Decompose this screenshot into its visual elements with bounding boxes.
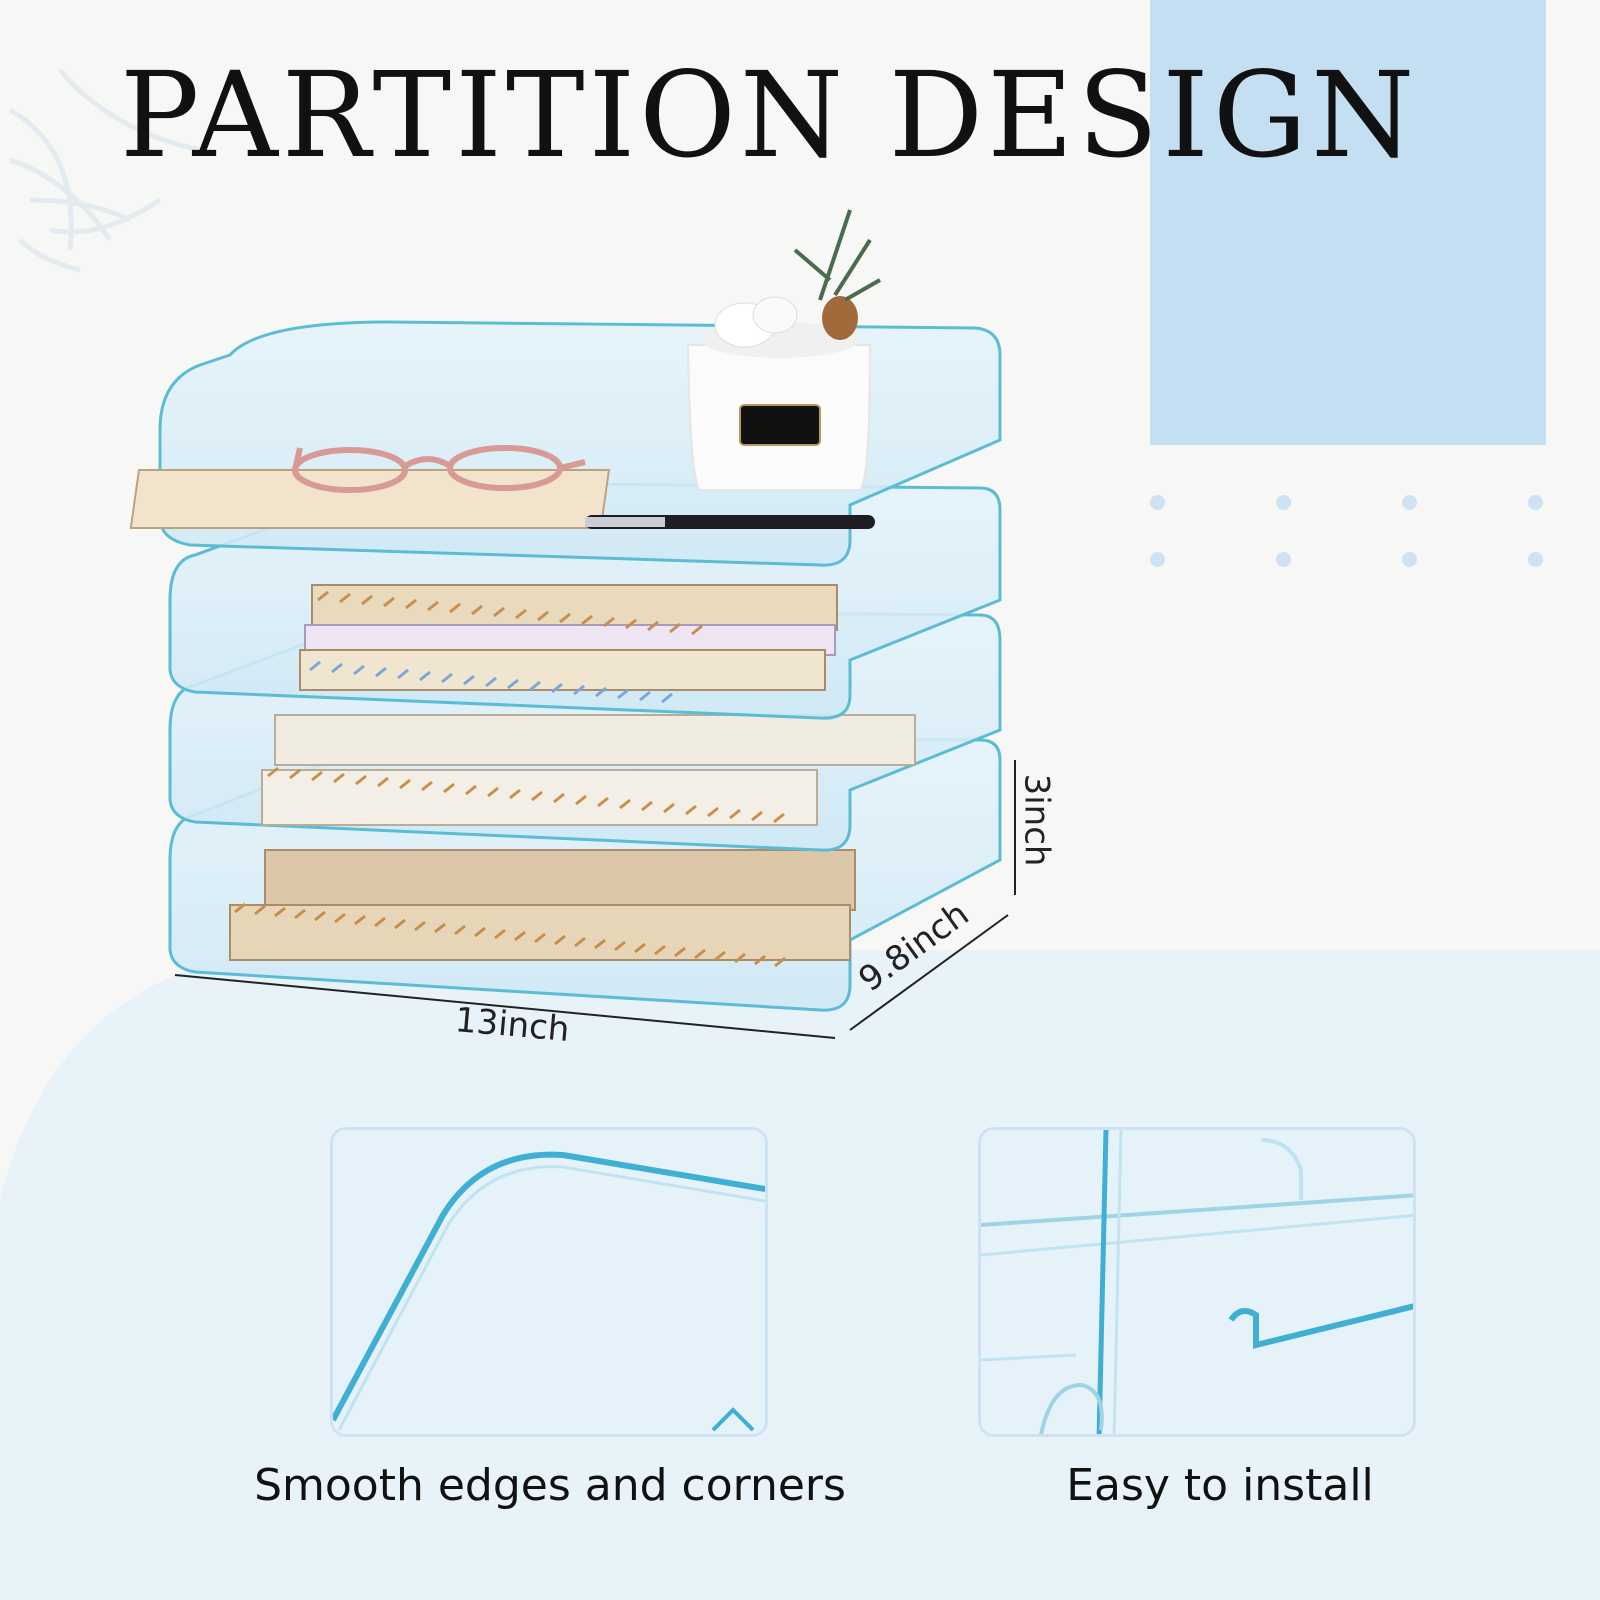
page-title: PARTITION DESIGN	[120, 46, 1419, 184]
dot-grid-decoration	[1150, 495, 1550, 575]
feature-caption-easy-install: Easy to install	[1066, 1460, 1374, 1511]
bottom-panel-shape	[0, 950, 1600, 1600]
slot-rail-closeup-icon	[981, 1130, 1413, 1434]
glasses-icon	[292, 445, 586, 493]
dimension-lines	[174, 760, 1016, 1039]
books-tray-3	[261, 714, 916, 826]
detail-image-smooth-edges	[330, 1127, 768, 1437]
rounded-corner-closeup-icon	[333, 1130, 765, 1434]
detail-image-easy-install	[978, 1127, 1416, 1437]
books-tray-2	[299, 584, 838, 704]
feature-caption-smooth-edges: Smooth edges and corners	[254, 1460, 846, 1511]
pen-icon	[585, 515, 875, 529]
plant-pot-icon	[686, 209, 881, 491]
desk-items-tray-1	[129, 209, 881, 529]
starburst-decoration	[8, 68, 201, 273]
accent-blue-block	[1150, 0, 1546, 445]
height-dimension-label: 3inch	[1016, 773, 1057, 867]
books-tray-4	[229, 849, 856, 968]
